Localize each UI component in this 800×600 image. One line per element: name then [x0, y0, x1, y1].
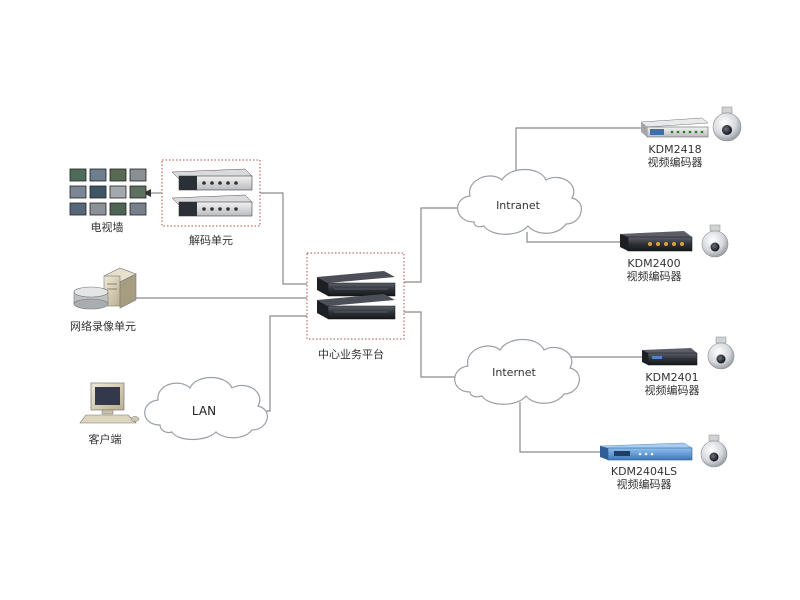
- intranet-label: Intranet: [496, 199, 541, 212]
- client-label: 客户端: [89, 432, 122, 446]
- decoder-unit: 解码单元: [161, 159, 261, 247]
- encoder-kdm2418: KDM2418 视频编码器: [640, 106, 742, 169]
- wire-platform-internet: [404, 311, 462, 378]
- dome-camera-icon: [707, 336, 735, 370]
- lan-cloud: LAN: [144, 376, 268, 441]
- wire-lan-platform: [260, 315, 307, 412]
- wire-intranet-kdm2400: [526, 232, 620, 243]
- server-rack-bottom: [317, 294, 396, 320]
- server-rack-top: [317, 271, 396, 297]
- kdm2404ls-desc-label: 视频编码器: [617, 477, 672, 491]
- decoder-unit-border: [161, 159, 261, 227]
- kdm2418-desc-label: 视频编码器: [648, 155, 703, 169]
- kdm2418-model-label: KDM2418: [648, 143, 701, 156]
- encoder-kdm2401: KDM2401 视频编码器: [642, 336, 735, 397]
- central-platform-label: 中心业务平台: [318, 347, 384, 361]
- decoder-device-top: [171, 168, 253, 191]
- decoder-device-bottom: [171, 194, 253, 217]
- internet-label: Internet: [492, 366, 536, 379]
- central-platform: 中心业务平台: [306, 252, 405, 361]
- lan-label: LAN: [192, 404, 216, 418]
- arrow-to-video-wall: [143, 189, 151, 197]
- kdm2401-device-icon: [642, 348, 698, 366]
- kdm2404ls-device-icon: [599, 442, 693, 461]
- nvr-unit: 网络录像单元: [70, 267, 137, 333]
- wire-intranet-kdm2418: [515, 127, 641, 180]
- computer-icon: [79, 382, 140, 424]
- encoder-kdm2400: KDM2400 视频编码器: [620, 224, 729, 283]
- dome-camera-icon: [712, 106, 742, 142]
- central-platform-border: [306, 252, 405, 340]
- kdm2400-device-icon: [620, 231, 693, 252]
- encoder-kdm2404ls: KDM2404LS 视频编码器: [599, 434, 728, 491]
- kdm2400-model-label: KDM2400: [627, 257, 680, 270]
- video-wall-label: 电视墙: [91, 220, 124, 234]
- wire-internet-kdm2404ls: [519, 402, 600, 453]
- kdm2418-device-icon: [640, 117, 709, 138]
- wire-decoder-platform: [260, 192, 307, 285]
- wire-platform-intranet: [404, 207, 462, 283]
- dome-camera-icon: [701, 224, 729, 258]
- kdm2404ls-model-label: KDM2404LS: [611, 465, 677, 478]
- kdm2400-desc-label: 视频编码器: [627, 269, 682, 283]
- dome-camera-icon: [700, 434, 728, 468]
- nvr-unit-label: 网络录像单元: [70, 319, 136, 333]
- video-wall-screens: [69, 168, 147, 216]
- kdm2401-desc-label: 视频编码器: [645, 383, 700, 397]
- kdm2401-model-label: KDM2401: [645, 371, 698, 384]
- decoder-unit-label: 解码单元: [189, 233, 233, 247]
- nvr-server-icon: [103, 267, 137, 309]
- nvr-disk-icon: [73, 286, 109, 310]
- video-wall: 电视墙: [69, 168, 147, 234]
- client: 客户端: [79, 382, 140, 446]
- intranet-cloud: Intranet: [457, 168, 582, 235]
- internet-cloud: Internet: [454, 338, 580, 405]
